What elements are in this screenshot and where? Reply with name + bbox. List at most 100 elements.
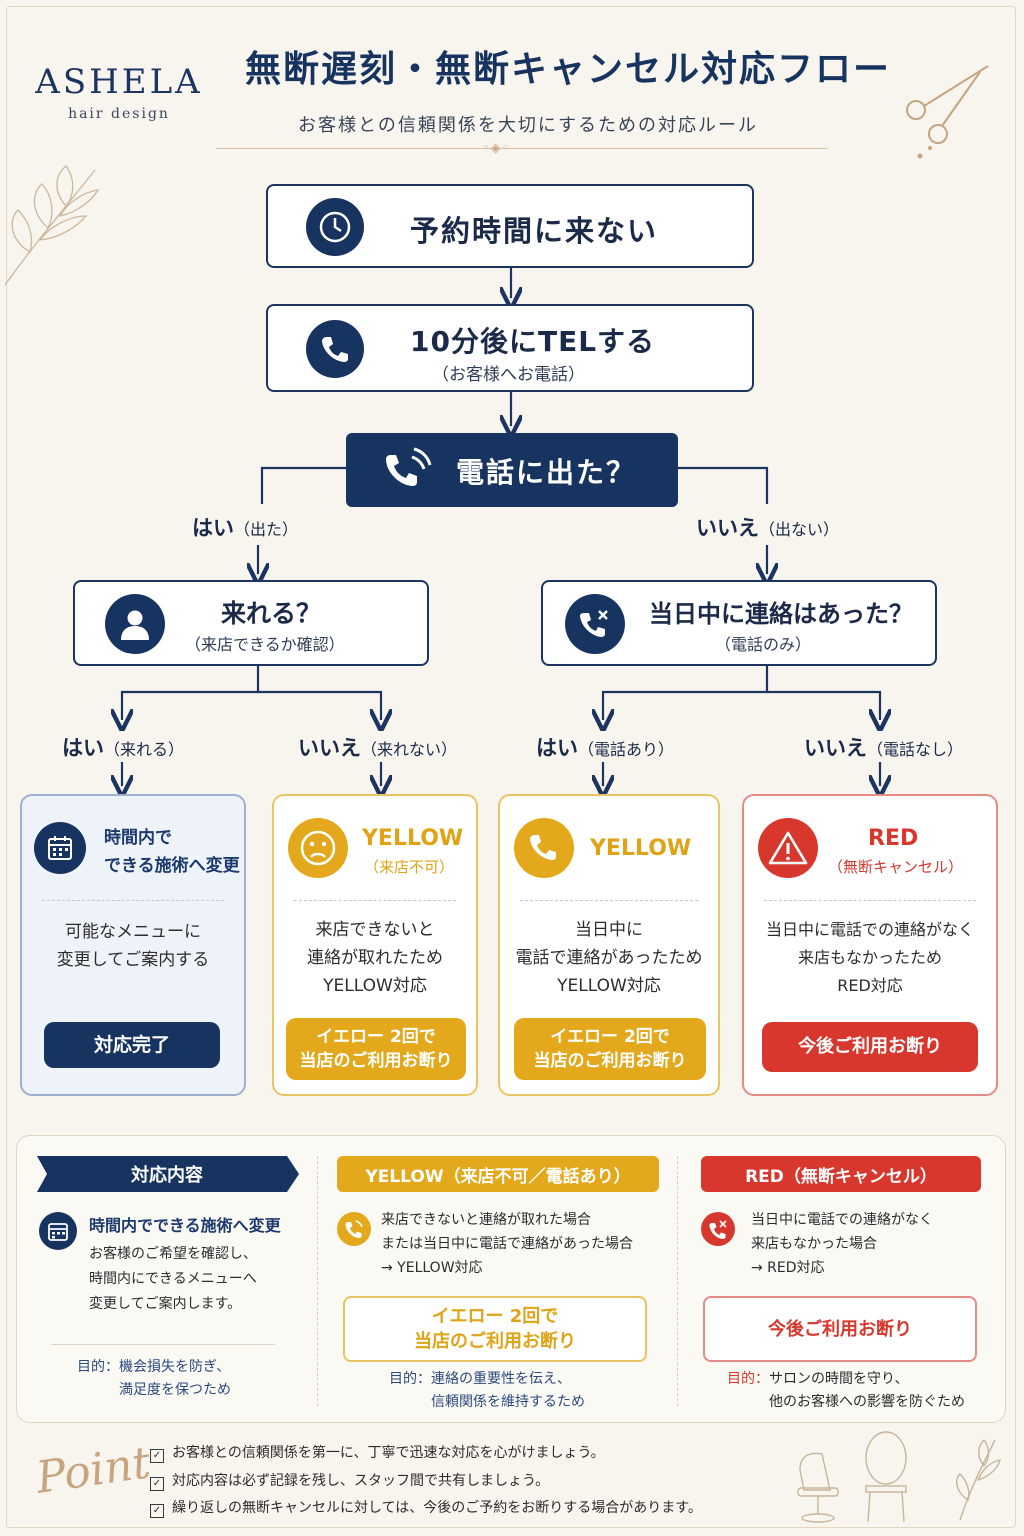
label-main: はい <box>62 736 104 760</box>
calendar-icon <box>39 1212 77 1250</box>
label-note: （電話なし） <box>867 740 964 759</box>
point-item: ✓ お客様との信頼関係を第一に、丁寧で迅速な対応を心がけましょう。 <box>150 1442 605 1463</box>
step-no-show-label: 予約時間に来ない <box>410 214 659 248</box>
step-call-note: （お客様へお電話） <box>432 365 585 385</box>
label-main: いいえ <box>298 736 361 760</box>
phone-missed-icon <box>565 594 625 654</box>
branch-yes-answered: はい（出た） <box>192 512 298 542</box>
summary-divider <box>677 1156 678 1406</box>
person-icon <box>105 594 165 654</box>
card-title: 時間内で できる施術へ変更 <box>104 828 240 876</box>
step-call: 10分後にTELする （お客様へお電話） <box>266 304 754 392</box>
label-note: （電話あり） <box>578 740 675 759</box>
summary-col1-heading: 時間内でできる施術へ変更 <box>89 1216 281 1235</box>
card-title: YELLOW <box>362 826 464 851</box>
summary-red-refuse-button[interactable]: 今後ご利用お断り <box>703 1296 977 1362</box>
card-body: 可能なメニューに 変更してご案内する <box>56 922 210 970</box>
brand-sub: hair design <box>68 106 170 122</box>
branch-no-main: いいえ <box>696 516 759 540</box>
checkbox-icon: ✓ <box>150 1477 164 1491</box>
page-subtitle: お客様との信頼関係を大切にするための対応ルール <box>298 115 758 136</box>
question-contacted-label: 当日中に連絡はあった？ <box>649 600 913 628</box>
leaf-branch-icon <box>4 165 100 286</box>
label-can-come-yes: はい（来れる） <box>62 732 184 762</box>
question-can-come-label: 来れる？ <box>221 599 322 628</box>
step-no-show: 予約時間に来ない <box>266 184 754 268</box>
point-text: お客様との信頼関係を第一に、丁寧で迅速な対応を心がけましょう。 <box>172 1445 605 1461</box>
title-divider <box>216 148 828 149</box>
warning-icon <box>758 818 818 878</box>
branch-no-answered: いいえ（出ない） <box>696 512 839 542</box>
point-item: ✓ 対応内容は必ず記録を残し、スタッフ間で共有しましょう。 <box>150 1470 549 1491</box>
label-note: （来れない） <box>361 740 458 759</box>
label-note: （来れる） <box>104 740 185 759</box>
summary-col1-text: お客様のご希望を確認し、 時間内にできるメニューへ 変更してご案内します。 <box>89 1246 257 1312</box>
outcome-card-yellow-no-visit: YELLOW （来店不可） 来店できないと 連絡が取れたため YELLOW対応 … <box>272 794 478 1096</box>
summary-col1-divider <box>51 1344 275 1345</box>
question-contacted-note: （電話のみ） <box>715 635 812 654</box>
point-text: 繰り返しの無断キャンセルに対しては、今後のご予約をお断りする場合があります。 <box>172 1500 702 1516</box>
sad-face-icon <box>288 818 348 878</box>
summary-col2-text: 来店できないと連絡が取れた場合 または当日中に電話で連絡があった場合 → YEL… <box>381 1212 633 1276</box>
point-item: ✓ 繰り返しの無断キャンセルに対しては、今後のご予約をお断りする場合があります。 <box>150 1497 702 1518</box>
card-title: YELLOW <box>590 836 692 861</box>
ornament-icon: ◦◈◦ <box>482 141 511 156</box>
card-divider <box>764 900 976 901</box>
summary-col1-purpose: 目的：機会損失を防ぎ、 満足度を保つため <box>77 1359 231 1398</box>
step-call-label: 10分後にTELする <box>410 325 656 358</box>
red-refuse-button[interactable]: 今後ご利用お断り <box>762 1022 978 1072</box>
page-title: 無断遅刻・無断キャンセル対応フロー <box>244 48 891 90</box>
summary-col3-text: 当日中に電話での連絡がなく 来店もなかった場合 → RED対応 <box>751 1212 933 1276</box>
phone-icon <box>514 818 574 878</box>
label-contacted-no: いいえ（電話なし） <box>804 732 963 762</box>
card-divider <box>42 900 224 901</box>
decision-answered: 電話に出た？ <box>346 433 678 507</box>
checkbox-icon: ✓ <box>150 1449 164 1463</box>
clock-icon <box>306 198 364 256</box>
decision-answered-label: 電話に出た？ <box>456 456 637 489</box>
phone-icon <box>306 320 364 378</box>
question-can-come-note: （来店できるか確認） <box>185 635 345 654</box>
outcome-card-yellow-called: YELLOW 当日中に 電話で連絡があったため YELLOW対応 イエロー 2回… <box>498 794 720 1096</box>
point-text: 対応内容は必ず記録を残し、スタッフ間で共有しましょう。 <box>172 1473 550 1489</box>
card-body: 当日中に 電話で連絡があったため YELLOW対応 <box>515 920 703 996</box>
checkbox-icon: ✓ <box>150 1504 164 1518</box>
card-body: 来店できないと 連絡が取れたため YELLOW対応 <box>307 920 443 996</box>
card-divider <box>520 900 698 901</box>
phone-missed-icon <box>701 1212 735 1246</box>
question-contacted: 当日中に連絡はあった？ （電話のみ） <box>541 580 937 666</box>
card-title: RED <box>868 826 919 851</box>
summary-col3-header: RED（無断キャンセル） <box>701 1156 981 1192</box>
branch-no-note: （出ない） <box>759 520 840 539</box>
summary-col2-purpose: 目的：連絡の重要性を伝え、 信頼関係を維持するため <box>389 1371 585 1410</box>
yellow-refuse-button[interactable]: イエロー 2回で 当店のご利用お断り <box>514 1018 706 1080</box>
summary-divider <box>317 1156 318 1406</box>
point-label: Point <box>33 1437 154 1504</box>
summary-col3-purpose: サロンの時間を守り、 他のお客様への影響を防ぐため <box>769 1371 965 1410</box>
calendar-icon <box>34 822 86 874</box>
flow-connectors <box>0 268 1024 800</box>
summary-col2-header: YELLOW（来店不可／電話あり） <box>337 1156 659 1192</box>
label-main: はい <box>536 736 578 760</box>
salon-furniture-icon <box>797 1431 1001 1523</box>
card-divider <box>294 900 456 901</box>
label-contacted-yes: はい（電話あり） <box>536 732 674 762</box>
brand-name: ASHELA <box>35 62 203 102</box>
done-button[interactable]: 対応完了 <box>44 1022 220 1068</box>
summary-col1-header: 対応内容 <box>131 1165 203 1186</box>
card-body: 当日中に電話での連絡がなく 来店もなかったため RED対応 <box>765 920 974 995</box>
summary-panel: 対応内容 時間内でできる施術へ変更 お客様のご希望を確認し、 時間内にできるメニ… <box>16 1135 1006 1423</box>
summary-header-shape <box>37 1156 299 1192</box>
label-can-come-no: いいえ（来れない） <box>298 732 457 762</box>
card-subtitle: （無断キャンセル） <box>828 858 964 876</box>
label-main: いいえ <box>804 736 867 760</box>
branch-yes-main: はい <box>192 516 234 540</box>
phone-ringing-icon <box>337 1212 371 1246</box>
outcome-card-change-menu: 時間内で できる施術へ変更 可能なメニューに 変更してご案内する 対応完了 <box>20 794 246 1096</box>
summary-yellow-refuse-button[interactable]: イエロー 2回で 当店のご利用お断り <box>343 1296 647 1362</box>
branch-yes-note: （出た） <box>234 520 299 539</box>
yellow-refuse-button[interactable]: イエロー 2回で 当店のご利用お断り <box>286 1018 466 1080</box>
outcome-card-red: RED （無断キャンセル） 当日中に電話での連絡がなく 来店もなかったため RE… <box>742 794 998 1096</box>
summary-col3-purpose-label: 目的： <box>727 1371 769 1387</box>
brand-logo: ASHELA hair design <box>34 62 204 122</box>
